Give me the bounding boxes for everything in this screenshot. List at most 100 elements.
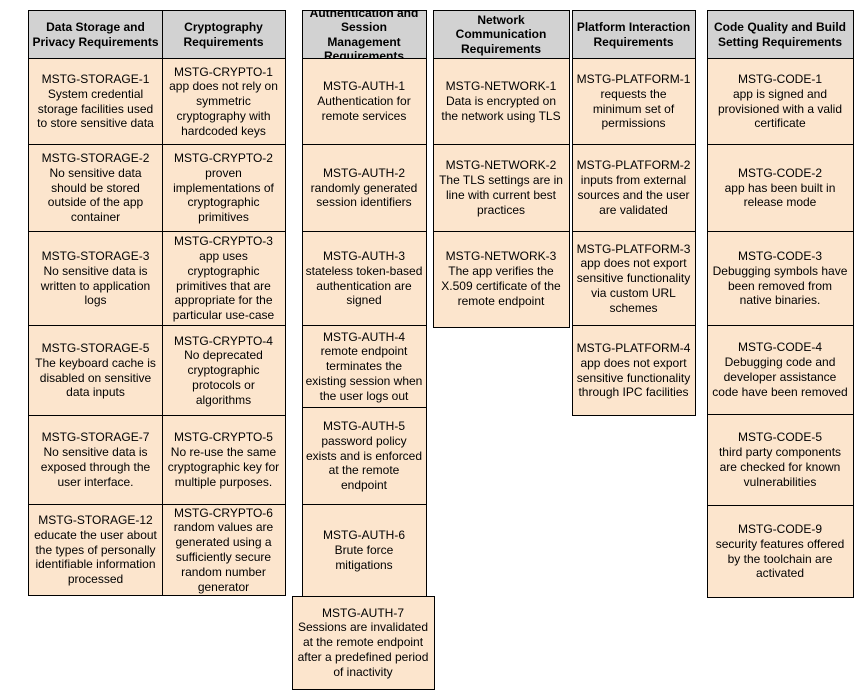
- requirement-id: MSTG-AUTH-7: [322, 605, 404, 620]
- cell-mstg-code-5: MSTG-CODE-5 third party components are c…: [706, 413, 854, 507]
- requirement-text: Brute force mitigations: [334, 543, 394, 572]
- column-header-cryptography: Cryptography Requirements: [161, 10, 286, 59]
- column-code-quality: Code Quality and Build Setting Requireme…: [706, 10, 854, 598]
- column-authentication: Authentication and Session Management Re…: [291, 10, 435, 690]
- requirement-id: MSTG-PLATFORM-2: [576, 158, 691, 173]
- cell-mstg-network-1: MSTG-NETWORK-1 Data is encrypted on the …: [432, 57, 570, 146]
- requirement-text: No sensitive data is written to applicat…: [40, 263, 151, 308]
- requirement-id: MSTG-CRYPTO-5: [174, 430, 273, 445]
- requirement-text: Data is encrypted on the network using T…: [441, 94, 561, 123]
- requirement-id: MSTG-STORAGE-5: [41, 340, 150, 355]
- requirement-id: MSTG-STORAGE-1: [41, 71, 150, 86]
- cell-mstg-crypto-3: MSTG-CRYPTO-3 app uses cryptographic pri…: [161, 230, 286, 327]
- cell-mstg-storage-7: MSTG-STORAGE-7 No sensitive data is expo…: [28, 414, 163, 506]
- cell-mstg-auth-4: MSTG-AUTH-4 remote endpoint terminates t…: [301, 325, 427, 408]
- requirement-text: No deprecated cryptographic protocols or…: [184, 348, 263, 407]
- cell-mstg-code-3: MSTG-CODE-3 Debugging symbols have been …: [706, 230, 854, 327]
- cell-mstg-code-9: MSTG-CODE-9 security features offered by…: [706, 505, 854, 598]
- requirement-id: MSTG-CODE-9: [738, 521, 822, 536]
- requirement-text: security features offered by the toolcha…: [715, 536, 845, 581]
- cell-mstg-network-2: MSTG-NETWORK-2 The TLS settings are in l…: [432, 144, 570, 232]
- requirement-text: Debugging symbols have been removed from…: [712, 263, 848, 308]
- cell-mstg-auth-6: MSTG-AUTH-6 Brute force mitigations: [301, 504, 427, 597]
- requirement-id: MSTG-STORAGE-7: [41, 430, 150, 445]
- column-header-platform: Platform Interaction Requirements: [571, 10, 696, 59]
- requirement-id: MSTG-CODE-1: [738, 71, 822, 86]
- cell-mstg-auth-7: MSTG-AUTH-7 Sessions are invalidated at …: [291, 595, 435, 690]
- requirement-text: The keyboard cache is disabled on sensit…: [35, 355, 156, 400]
- requirement-id: MSTG-CODE-4: [738, 340, 822, 355]
- requirement-text: Debugging code and developer assistance …: [712, 355, 848, 399]
- cell-mstg-code-4: MSTG-CODE-4 Debugging code and developer…: [706, 325, 854, 415]
- requirement-text: remote endpoint terminates the existing …: [305, 344, 423, 403]
- requirement-text: Authentication for remote services: [317, 94, 411, 123]
- requirement-text: app uses cryptographic primitives that a…: [172, 248, 275, 323]
- requirement-id: MSTG-AUTH-6: [323, 528, 405, 543]
- requirement-id: MSTG-NETWORK-3: [445, 249, 557, 264]
- requirement-text: inputs from external sources and the use…: [577, 173, 690, 217]
- requirement-text: app does not export sensitive functional…: [576, 355, 691, 400]
- requirement-text: app has been built in release mode: [724, 180, 836, 210]
- cell-mstg-crypto-4: MSTG-CRYPTO-4 No deprecated cryptographi…: [161, 325, 286, 416]
- cell-mstg-platform-3: MSTG-PLATFORM-3 app does not export sens…: [571, 230, 696, 327]
- requirement-text: app is signed and provisioned with a val…: [717, 86, 843, 131]
- requirement-text: Sessions are invalidated at the remote e…: [297, 620, 429, 679]
- cell-mstg-storage-2: MSTG-STORAGE-2 No sensitive data should …: [28, 144, 163, 232]
- requirement-id: MSTG-AUTH-5: [323, 419, 405, 433]
- requirement-text: app does not export sensitive functional…: [576, 256, 691, 315]
- cell-mstg-auth-3: MSTG-AUTH-3 stateless token-based authen…: [301, 230, 427, 327]
- requirement-text: requests the minimum set of permissions: [592, 86, 675, 131]
- requirement-text: System credential storage facilities use…: [37, 86, 154, 131]
- requirement-text: random values are generated using a suff…: [173, 520, 274, 594]
- requirement-text: password policy exists and is enforced a…: [305, 433, 423, 493]
- column-cryptography: Cryptography Requirements MSTG-CRYPTO-1 …: [161, 10, 286, 596]
- requirement-id: MSTG-NETWORK-1: [445, 79, 557, 94]
- cell-mstg-crypto-1: MSTG-CRYPTO-1 app does not rely on symme…: [161, 57, 286, 146]
- cell-mstg-auth-1: MSTG-AUTH-1 Authentication for remote se…: [301, 57, 427, 146]
- column-header-authentication: Authentication and Session Management Re…: [301, 10, 427, 59]
- column-platform: Platform Interaction Requirements MSTG-P…: [571, 10, 696, 416]
- requirement-text: The app verifies the X.509 certificate o…: [441, 264, 561, 308]
- requirement-id: MSTG-NETWORK-2: [445, 158, 557, 173]
- cell-mstg-platform-4: MSTG-PLATFORM-4 app does not export sens…: [571, 325, 696, 416]
- requirement-id: MSTG-PLATFORM-3: [576, 241, 691, 256]
- requirements-table: Data Storage and Privacy Requirements MS…: [28, 10, 854, 690]
- requirement-text: stateless token-based authentication are…: [305, 263, 423, 308]
- requirement-text: app does not rely on symmetric cryptogra…: [169, 79, 278, 138]
- cell-mstg-platform-1: MSTG-PLATFORM-1 requests the minimum set…: [571, 57, 696, 146]
- cell-mstg-storage-12: MSTG-STORAGE-12 educate the user about t…: [28, 504, 163, 596]
- requirement-id: MSTG-PLATFORM-1: [576, 71, 691, 86]
- cell-mstg-crypto-2: MSTG-CRYPTO-2 proven implementations of …: [161, 144, 286, 232]
- requirement-text: third party components are checked for k…: [718, 445, 842, 489]
- column-data-storage: Data Storage and Privacy Requirements MS…: [28, 10, 163, 596]
- requirement-id: MSTG-CRYPTO-3: [174, 234, 273, 249]
- requirement-id: MSTG-AUTH-1: [323, 79, 405, 94]
- cell-mstg-auth-5: MSTG-AUTH-5 password policy exists and i…: [301, 406, 427, 506]
- requirement-id: MSTG-CRYPTO-2: [174, 151, 273, 165]
- requirement-id: MSTG-AUTH-2: [323, 165, 405, 180]
- requirement-id: MSTG-AUTH-4: [323, 329, 405, 344]
- requirement-text: No re-use the same cryptographic key for…: [167, 445, 280, 489]
- requirement-id: MSTG-CRYPTO-4: [174, 333, 273, 348]
- cell-mstg-crypto-5: MSTG-CRYPTO-5 No re-use the same cryptog…: [161, 414, 286, 506]
- cell-mstg-network-3: MSTG-NETWORK-3 The app verifies the X.50…: [432, 230, 570, 328]
- requirement-text: No sensitive data should be stored outsi…: [47, 165, 144, 225]
- cell-mstg-code-2: MSTG-CODE-2 app has been built in releas…: [706, 144, 854, 232]
- column-header-network: Network Communication Requirements: [432, 10, 570, 59]
- requirement-text: No sensitive data is exposed through the…: [40, 445, 151, 489]
- requirement-id: MSTG-STORAGE-2: [41, 151, 150, 165]
- requirement-text: proven implementations of cryptographic …: [173, 165, 274, 225]
- requirement-id: MSTG-CRYPTO-1: [174, 64, 273, 79]
- requirement-id: MSTG-CODE-2: [738, 165, 822, 180]
- requirement-text: randomly generated session identifiers: [310, 180, 418, 210]
- requirement-id: MSTG-STORAGE-3: [41, 248, 150, 263]
- requirement-id: MSTG-AUTH-3: [323, 248, 405, 263]
- requirement-id: MSTG-CRYPTO-6: [174, 505, 273, 520]
- cell-mstg-code-1: MSTG-CODE-1 app is signed and provisione…: [706, 57, 854, 146]
- requirement-id: MSTG-CODE-5: [738, 430, 822, 445]
- cell-mstg-platform-2: MSTG-PLATFORM-2 inputs from external sou…: [571, 144, 696, 232]
- requirement-id: MSTG-PLATFORM-4: [576, 340, 691, 355]
- requirement-id: MSTG-CODE-3: [738, 248, 822, 263]
- cell-mstg-storage-5: MSTG-STORAGE-5 The keyboard cache is dis…: [28, 325, 163, 416]
